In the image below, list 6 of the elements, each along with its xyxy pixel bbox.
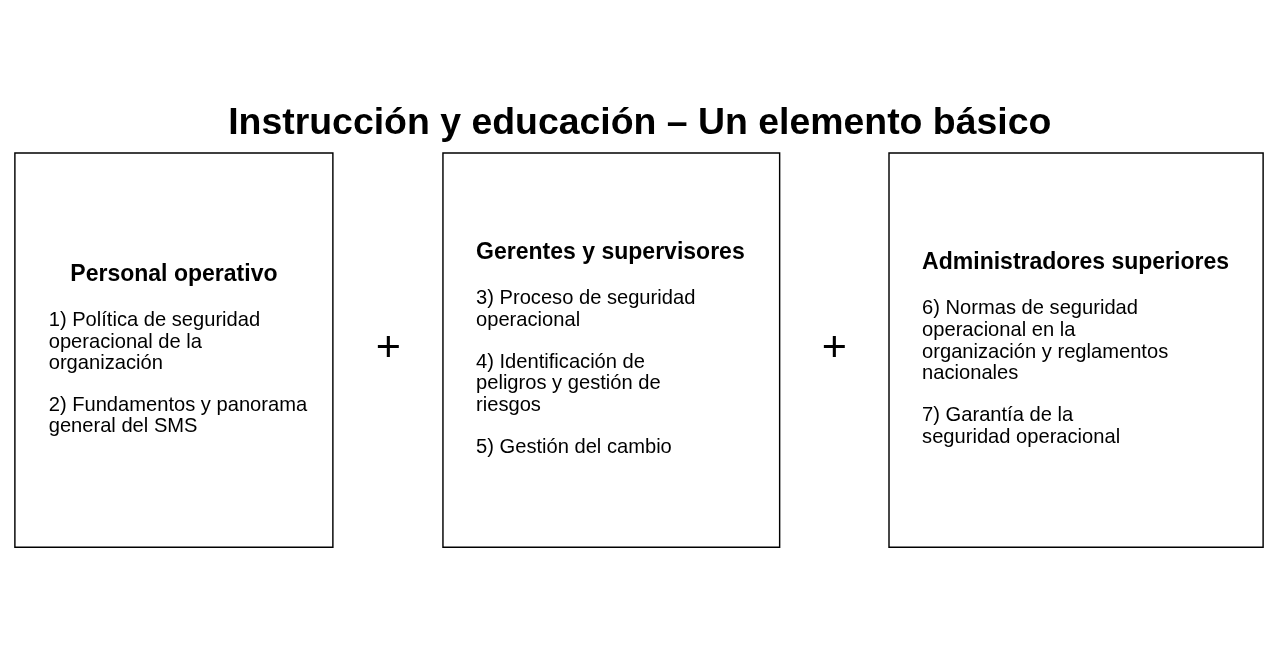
node-box: Personal operativo 1) Política de seguridad operacional de la organización 2) Fundamentos y panorama general del SMS — [14, 152, 334, 548]
label: + — [821, 321, 847, 370]
label: + — [375, 321, 401, 370]
node-box: Gerentes y supervisores 3) Proceso de seguridad operacional 4) Identificación de peligros y gestión de riesgos 5) Gestión del cambio — [442, 152, 781, 548]
node-box: Administradores superiores 6) Normas de seguridad operacional en la organización y reglamentos nacionales 7) Garantía de la seguridad operacional — [888, 152, 1264, 548]
diagram-title: Instrucción y educación – Un elemento básico — [228, 100, 1052, 142]
